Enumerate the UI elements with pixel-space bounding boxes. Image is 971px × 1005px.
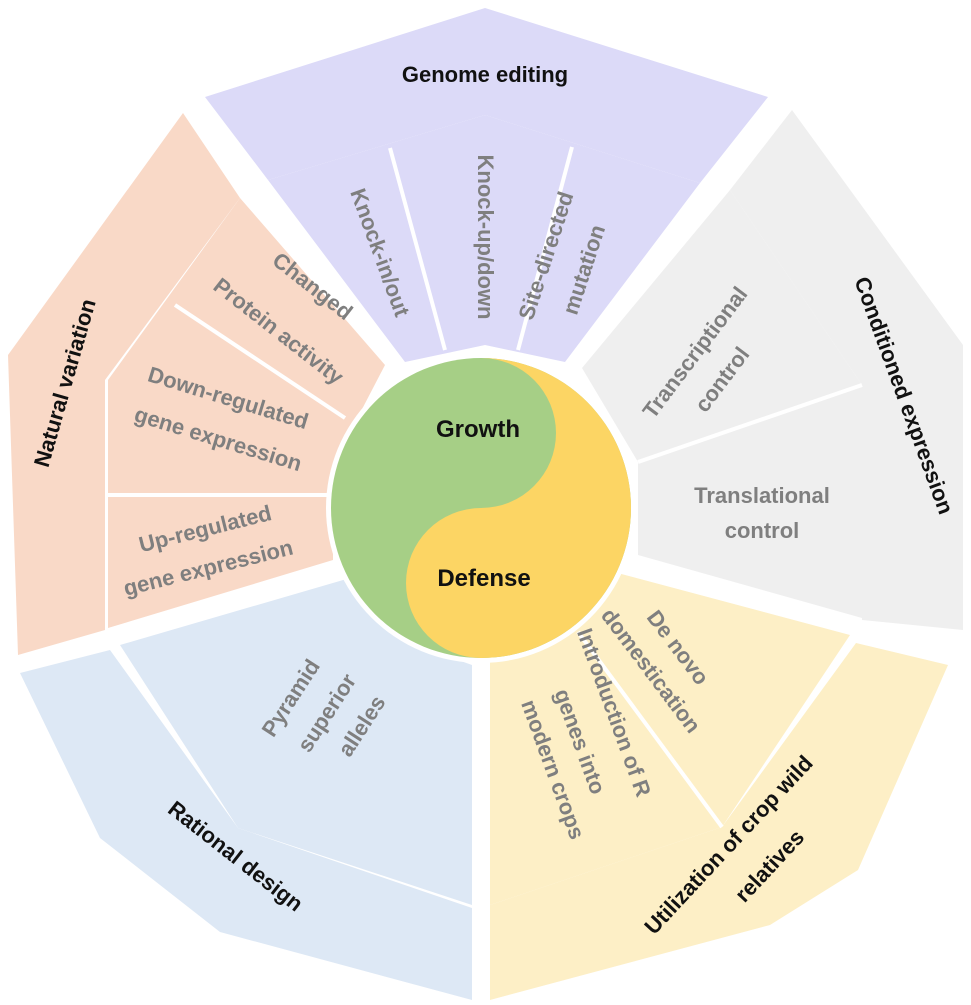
conditioned-expression-inner-panel xyxy=(582,190,862,618)
utilization-inner-panel xyxy=(490,567,850,905)
natural-variation-section: Changed Protein activity Down-regulated … xyxy=(8,113,385,655)
conditioned-expression-section: Transcriptional control Translational co… xyxy=(582,110,963,630)
genome-editing-title: Genome editing xyxy=(402,62,568,87)
utilization-section: De novo domestication Introduction of R … xyxy=(490,567,948,1000)
translational-control-label: control xyxy=(725,518,800,543)
growth-label: Growth xyxy=(436,416,520,443)
growth-defense-yin-yang: Growth Defense xyxy=(326,353,636,663)
genome-editing-section: Genome editing Knock-in/out Knock-up/dow… xyxy=(205,8,768,362)
defense-half xyxy=(406,358,631,658)
rational-design-section: Pyramid superior alleles Rational design xyxy=(20,578,472,1000)
utilization-outer-panel xyxy=(490,643,948,1000)
rational-design-inner-panel xyxy=(120,578,472,905)
defense-label: Defense xyxy=(437,565,530,592)
natural-variation-outer-panel xyxy=(8,113,240,655)
genome-editing-inner-panel xyxy=(268,115,700,362)
rational-design-outer-panel xyxy=(20,650,472,1000)
genome-editing-outer-panel xyxy=(205,8,768,183)
conditioned-expression-outer-panel xyxy=(730,110,963,630)
knock-up-down-label: Knock-up/down xyxy=(473,155,498,320)
translational-label: Translational xyxy=(694,483,830,508)
